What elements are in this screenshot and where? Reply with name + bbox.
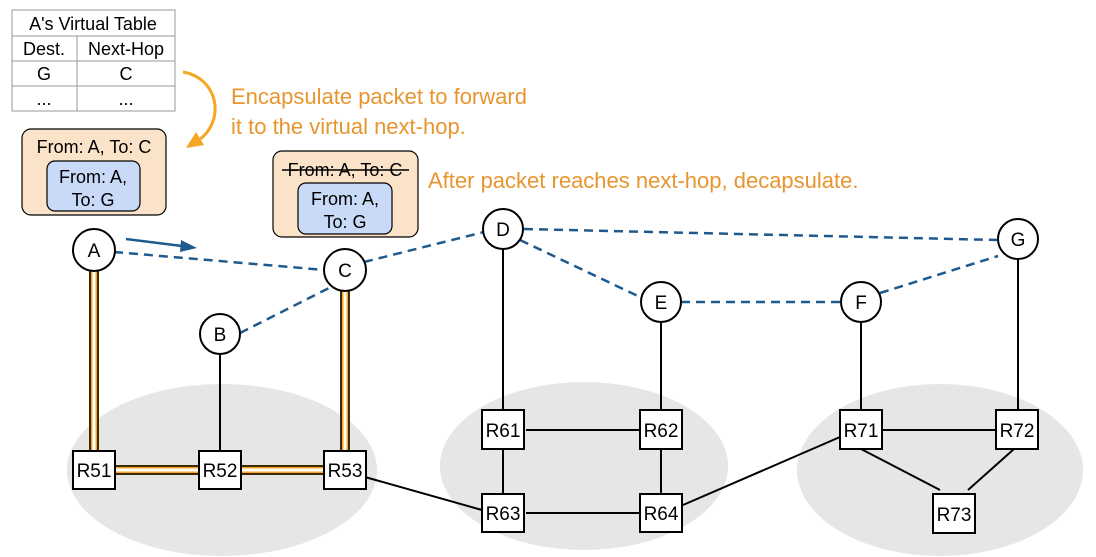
decapsulate-note: After packet reaches next-hop, decapsula… [428,168,858,193]
encapsulate-note-line1: Encapsulate packet to forward [231,84,527,109]
virtual-node-B: B [199,313,241,355]
encapsulate-arrow [182,70,217,148]
virtual-table: A's Virtual Table Dest. Next-Hop G C ...… [11,9,176,112]
virtual-table-cell: G [37,64,51,84]
forward-arrow [125,237,197,252]
packet-at-a-outer-header: From: A, To: C [37,137,152,157]
svg-text:A: A [88,241,101,262]
virtual-table-header-nexthop: Next-Hop [88,39,164,59]
svg-text:R71: R71 [844,421,879,442]
svg-text:R61: R61 [486,421,521,442]
svg-text:F: F [855,293,867,314]
router-R61: R61 [481,409,525,450]
encapsulate-note-line2: it to the virtual next-hop. [231,114,466,139]
virtual-table-cell: ... [118,89,133,109]
packet-at-c-inner-line1: From: A, [311,189,379,209]
router-R73: R73 [932,493,976,534]
router-R53: R53 [323,450,367,490]
router-R72: R72 [995,409,1039,450]
virtual-table-cell: C [120,64,133,84]
virtual-links [113,227,999,335]
svg-text:D: D [496,220,510,241]
physical-links [219,248,1019,514]
packet-at-c: From: A, To: C From: A, To: G [272,150,419,238]
svg-text:B: B [214,325,227,346]
svg-text:R62: R62 [644,421,679,442]
router-R62: R62 [639,409,683,450]
svg-text:R52: R52 [203,461,238,482]
svg-text:R51: R51 [77,461,112,482]
svg-text:E: E [655,293,668,314]
virtual-node-C: C [323,248,367,292]
router-R71: R71 [839,409,883,450]
svg-text:R63: R63 [486,504,521,525]
svg-text:C: C [338,261,352,282]
virtual-table-title: A's Virtual Table [29,14,157,34]
virtual-node-F: F [840,281,882,323]
virtual-node-G: G [997,218,1039,260]
packet-at-c-inner-line2: To: G [323,212,366,232]
svg-text:R64: R64 [644,504,679,525]
router-R52: R52 [198,450,242,490]
router-R63: R63 [481,493,525,533]
packet-at-a-inner-line2: To: G [71,190,114,210]
svg-text:R72: R72 [1000,421,1035,442]
router-R64: R64 [639,493,683,533]
virtual-node-E: E [640,281,682,323]
packet-at-a: From: A, To: C From: A, To: G [21,128,167,216]
router-R51: R51 [72,450,116,490]
svg-text:R53: R53 [328,461,363,482]
virtual-node-A: A [72,228,116,272]
svg-text:R73: R73 [937,505,972,526]
virtual-node-D: D [482,208,524,250]
packet-at-a-inner-line1: From: A, [59,167,127,187]
svg-text:G: G [1011,230,1026,251]
virtual-table-cell: ... [36,89,51,109]
virtual-table-header-dest: Dest. [23,39,65,59]
